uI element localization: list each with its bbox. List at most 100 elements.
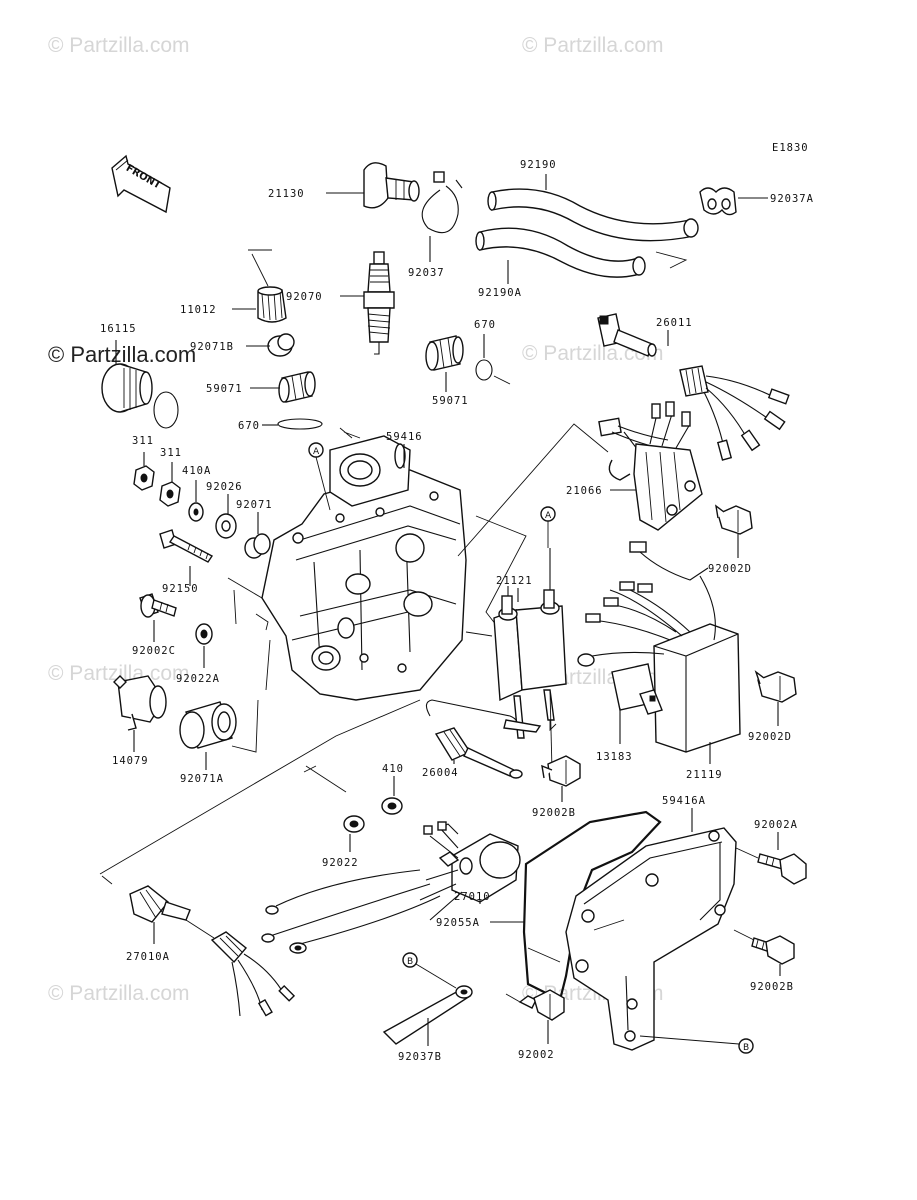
cover-59416a <box>565 827 737 1051</box>
label-92022a: 92022A <box>176 673 220 685</box>
label-11012: 11012 <box>180 304 217 316</box>
relay-27010 <box>261 821 521 954</box>
label-27010: 27010 <box>454 891 491 903</box>
label-410a: 410A <box>182 465 211 477</box>
label-92002b-right: 92002B <box>750 981 794 993</box>
watermark-top-right: © Partzilla.com <box>522 34 664 57</box>
electric-case-59416 <box>261 435 467 701</box>
label-92002d-upper: 92002D <box>708 563 752 575</box>
label-27010a: 27010A <box>126 951 170 963</box>
callout-b-strap <box>402 952 418 968</box>
label-92150: 92150 <box>162 583 199 595</box>
label-14079: 14079 <box>112 755 149 767</box>
fitting-14079 <box>113 675 167 731</box>
label-21121: 21121 <box>496 575 533 587</box>
label-92071b: 92071B <box>190 341 234 353</box>
bolt-92002c <box>139 593 177 618</box>
label-59071-center: 59071 <box>432 395 469 407</box>
nut-311-a <box>133 465 155 491</box>
label-26011: 26011 <box>656 317 693 329</box>
bolt-92002d-upper <box>715 504 753 535</box>
svg-text:A: A <box>313 447 320 457</box>
hose-clamp <box>421 171 463 234</box>
gasket-92055a <box>522 810 662 1002</box>
spark-plug <box>363 251 395 355</box>
label-92190a: 92190A <box>478 287 522 299</box>
sensor-26011 <box>597 313 790 461</box>
svg-text:B: B <box>743 1043 749 1053</box>
label-92002c: 92002C <box>132 645 176 657</box>
label-59071-left: 59071 <box>206 383 243 395</box>
watermark-dark: © Partzilla.com <box>48 342 196 367</box>
washer-410 <box>381 797 403 815</box>
label-59416a: 59416A <box>662 795 706 807</box>
diagram-code: E1830 <box>772 142 809 154</box>
bolt-92150 <box>159 529 214 563</box>
label-92071a: 92071A <box>180 773 224 785</box>
ignition-coil-21121 <box>493 548 567 739</box>
washer-92026 <box>215 513 237 539</box>
bolt-92002 <box>518 989 565 1021</box>
label-670-right: 670 <box>474 319 496 331</box>
bolt-92002b-center <box>541 755 581 787</box>
label-21130: 21130 <box>268 188 305 200</box>
label-92070: 92070 <box>286 291 323 303</box>
hose-92190a <box>475 227 646 278</box>
label-92037: 92037 <box>408 267 445 279</box>
label-59416: 59416 <box>386 431 423 443</box>
label-670-left: 670 <box>238 420 260 432</box>
label-311-a: 311 <box>132 435 154 447</box>
label-92037a: 92037A <box>770 193 814 205</box>
o-ring-670-left <box>277 418 323 430</box>
label-92022: 92022 <box>322 857 359 869</box>
watermark-top-left: © Partzilla.com <box>48 34 190 57</box>
label-410: 410 <box>382 763 404 775</box>
watermark-left-middle: © Partzilla.com <box>48 662 190 685</box>
label-92071: 92071 <box>236 499 273 511</box>
label-92055a: 92055A <box>436 917 480 929</box>
hose-92190 <box>487 188 699 242</box>
label-16115: 16115 <box>100 323 137 335</box>
label-92002a: 92002A <box>754 819 798 831</box>
label-21066: 21066 <box>566 485 603 497</box>
label-92190: 92190 <box>520 159 557 171</box>
o-ring-16115 <box>153 391 179 429</box>
strap-92037b <box>382 985 473 1045</box>
cap-11012 <box>257 286 287 323</box>
label-13183: 13183 <box>596 751 633 763</box>
watermark-bottom-left: © Partzilla.com <box>48 982 190 1005</box>
cap-16115 <box>101 363 153 413</box>
fitting-59071-center <box>425 335 464 371</box>
o-ring-670-right <box>475 359 493 381</box>
washer-92022 <box>343 815 365 833</box>
sensor-26004 <box>425 699 542 779</box>
grommet-92071a <box>179 701 237 749</box>
cdi-box-21119 <box>577 541 741 753</box>
label-26004: 26004 <box>422 767 459 779</box>
sensor-27010a <box>129 885 296 1017</box>
callout-b-cover <box>738 1038 754 1054</box>
nut-311-b <box>159 481 181 507</box>
regulator-21066 <box>598 401 703 531</box>
fitting-59071-left <box>278 371 316 403</box>
label-92026: 92026 <box>206 481 243 493</box>
washer-410a <box>188 502 204 522</box>
label-311-b: 311 <box>160 447 182 459</box>
clip-92037a <box>699 187 737 216</box>
label-92002: 92002 <box>518 1049 555 1061</box>
grommet-92071b <box>267 333 295 357</box>
label-92037b: 92037B <box>398 1051 442 1063</box>
bolt-92002b-right <box>751 935 795 965</box>
front-arrow: FRONT <box>111 154 171 214</box>
bolt-92002a <box>757 853 807 885</box>
grommet-92071 <box>244 533 271 559</box>
bolt-92002d-lower <box>754 670 797 703</box>
svg-text:A: A <box>545 511 552 521</box>
svg-text:B: B <box>407 957 413 967</box>
label-92002d-lower: 92002D <box>748 731 792 743</box>
spark-plug-cap <box>363 162 420 209</box>
label-92002b-center: 92002B <box>532 807 576 819</box>
label-21119: 21119 <box>686 769 723 781</box>
